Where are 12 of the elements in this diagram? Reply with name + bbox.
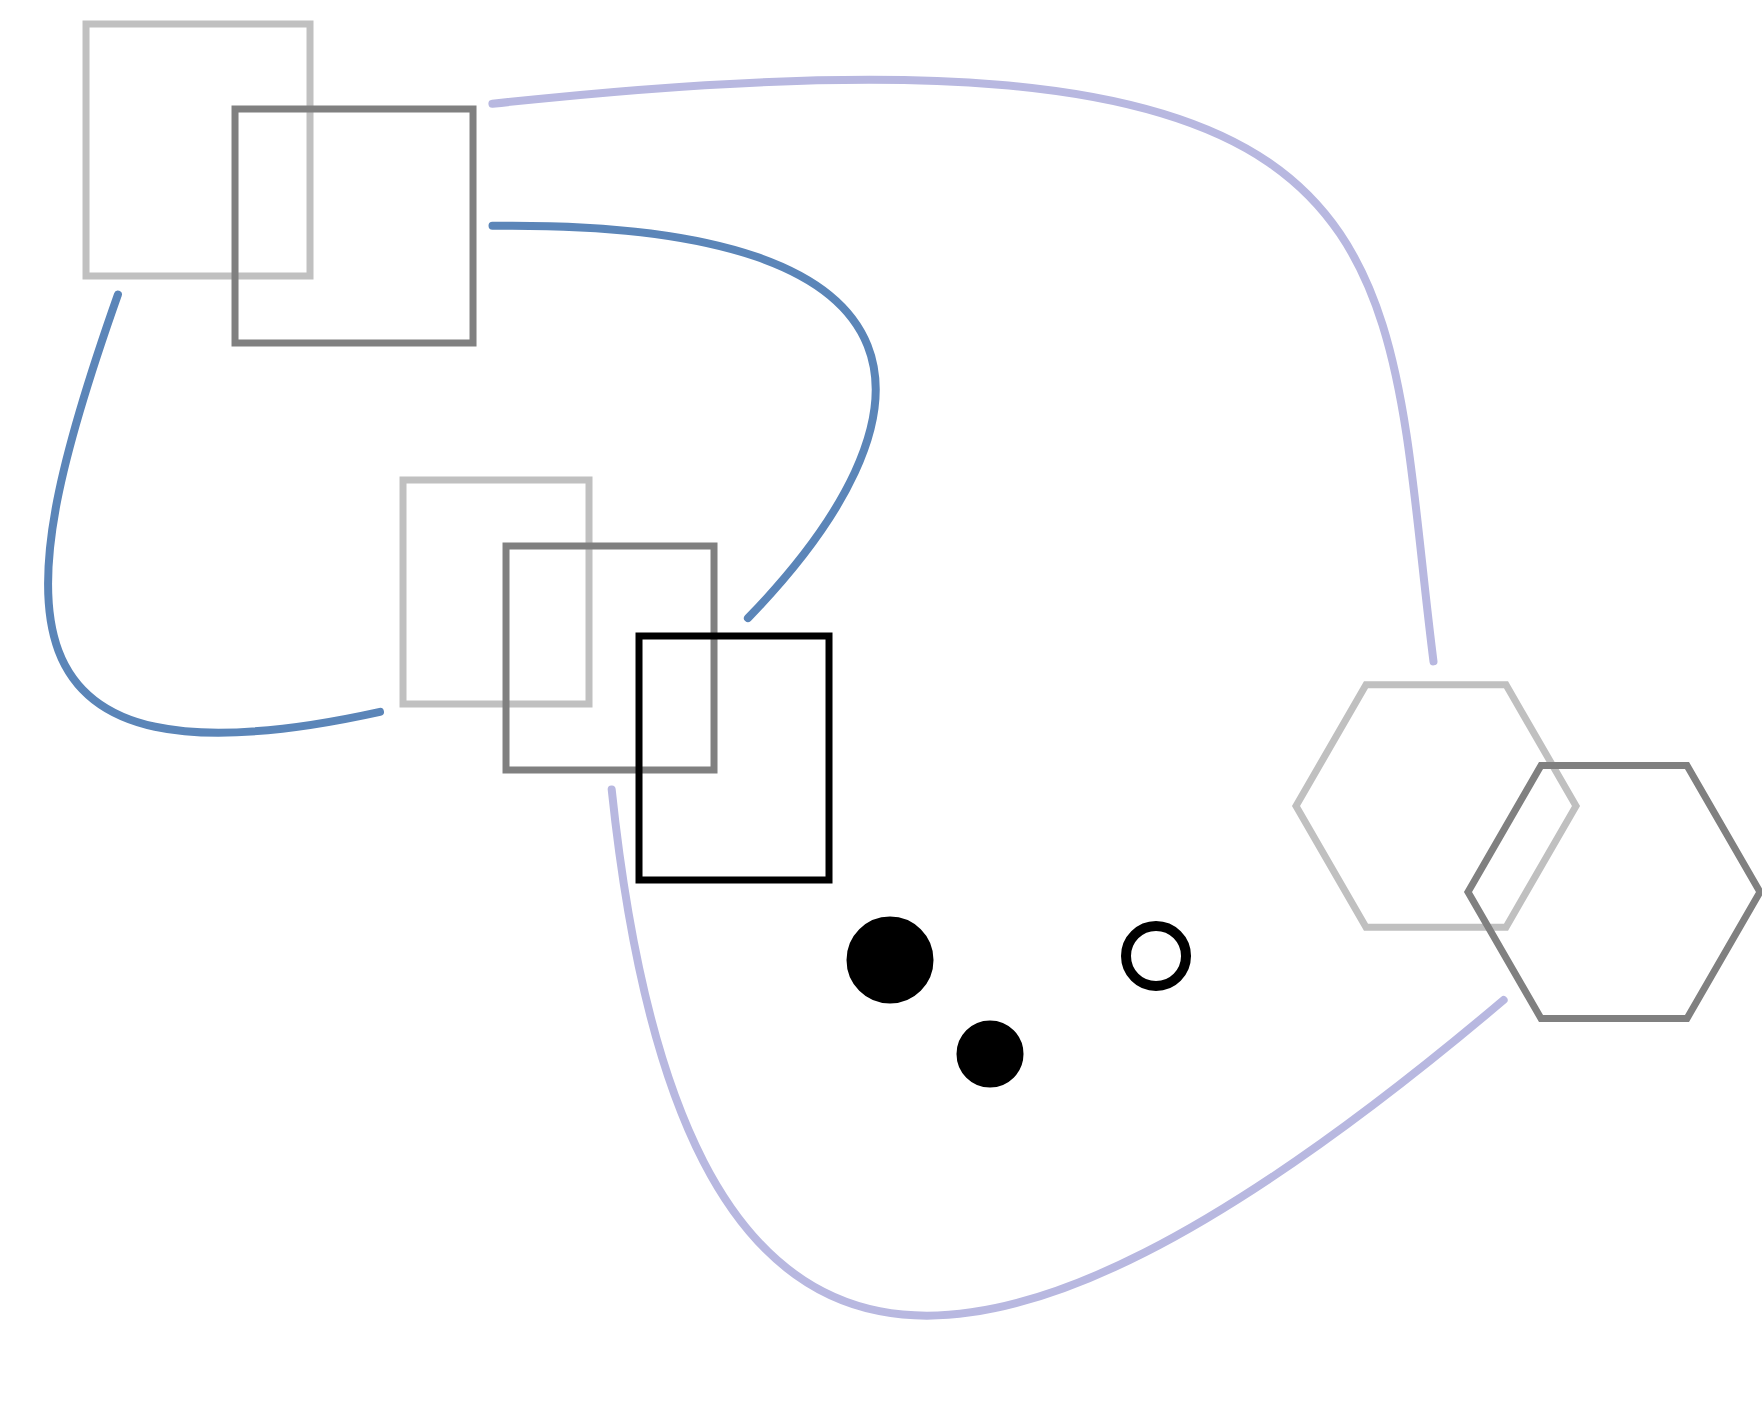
square [635, 632, 833, 884]
ring [1121, 921, 1191, 991]
square [502, 542, 718, 774]
square [82, 20, 314, 280]
curved-line [607, 785, 1508, 1319]
curved-line [45, 290, 384, 737]
curved-line [488, 75, 1438, 666]
hexagon [1463, 762, 1762, 1022]
square [399, 476, 593, 708]
dot [956, 1020, 1024, 1088]
dot [846, 916, 934, 1004]
square [231, 105, 477, 347]
